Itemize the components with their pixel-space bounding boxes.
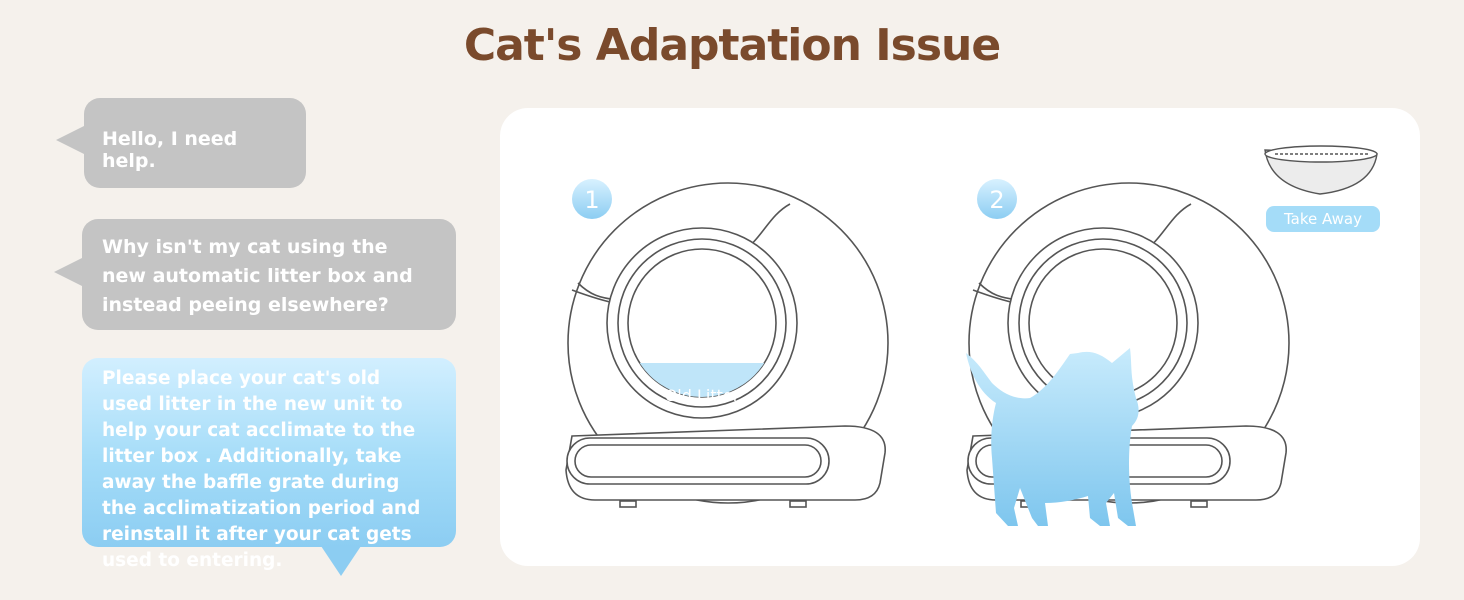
page-title: Cat's Adaptation Issue	[463, 20, 1001, 71]
old-litter-label: Old Litter	[665, 386, 740, 405]
baffle-grate-icon	[1264, 145, 1378, 195]
litter-box-illustration: 1 Old Litter 2 Take Away	[565, 145, 1380, 526]
answer-message: Please place your cat's old used litter …	[82, 358, 456, 571]
step-2-number: 2	[989, 186, 1004, 214]
take-away-label: Take Away	[1283, 210, 1362, 228]
take-away-badge	[1266, 206, 1380, 232]
step-1-badge	[572, 179, 612, 219]
bubble-tail	[56, 126, 84, 154]
bubble-tail	[54, 258, 82, 286]
litter-box-1	[565, 182, 889, 508]
step-2-badge	[977, 179, 1017, 219]
user-message-2: Why isn't my cat using the new automatic…	[82, 219, 456, 330]
user-message-1: Hello, I need help.	[84, 98, 306, 188]
bubble-tail	[321, 546, 361, 576]
cat-icon	[966, 348, 1139, 526]
step-1-number: 1	[584, 186, 599, 214]
